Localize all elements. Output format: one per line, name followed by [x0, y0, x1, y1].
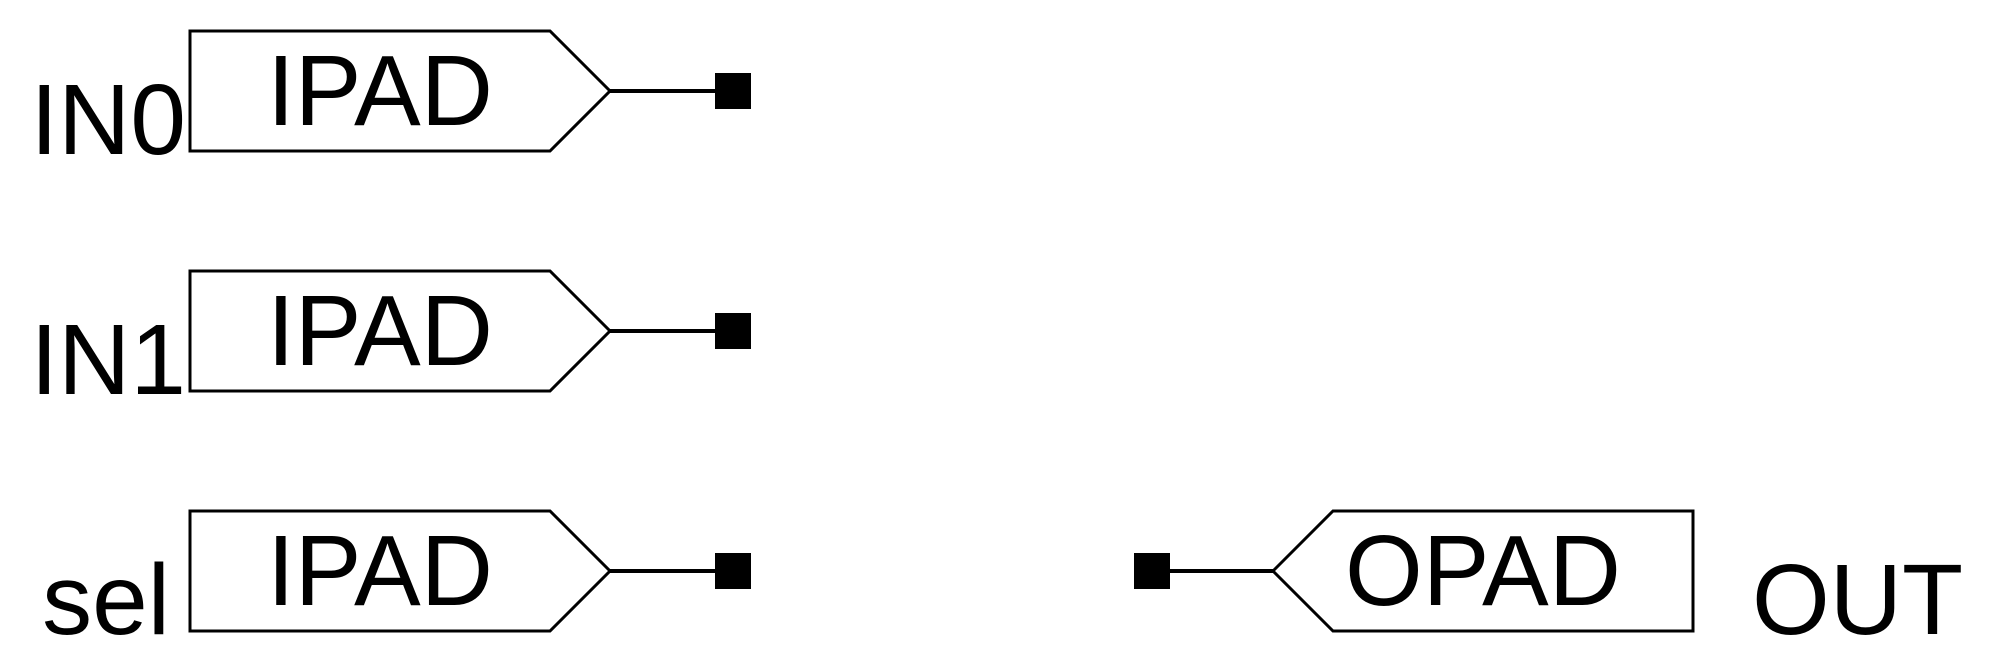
pin-in1[interactable] [715, 313, 751, 349]
opad-label: OPAD [1345, 515, 1621, 627]
pin-in0[interactable] [715, 73, 751, 109]
ipad-label: IPAD [267, 515, 493, 627]
opad-symbol-outline [1270, 509, 1695, 633]
ipad-symbol-outline [188, 269, 613, 393]
ipad-label: IPAD [267, 275, 493, 387]
output-pad-out[interactable]: OPAD OUT [1134, 509, 1963, 656]
ipad-symbol-outline [188, 29, 613, 153]
input-pad-in1[interactable]: IPAD IN1 [30, 269, 751, 416]
input-pad-sel[interactable]: IPAD sel [42, 509, 751, 656]
net-label-in0: IN0 [30, 64, 186, 176]
ipad-label: IPAD [267, 35, 493, 147]
input-pad-in0[interactable]: IPAD IN0 [30, 29, 751, 176]
pin-out[interactable] [1134, 553, 1170, 589]
pin-sel[interactable] [715, 553, 751, 589]
net-label-out: OUT [1752, 544, 1963, 656]
net-label-sel: sel [42, 544, 170, 656]
net-label-in1: IN1 [30, 304, 186, 416]
ipad-symbol-outline [188, 509, 613, 633]
